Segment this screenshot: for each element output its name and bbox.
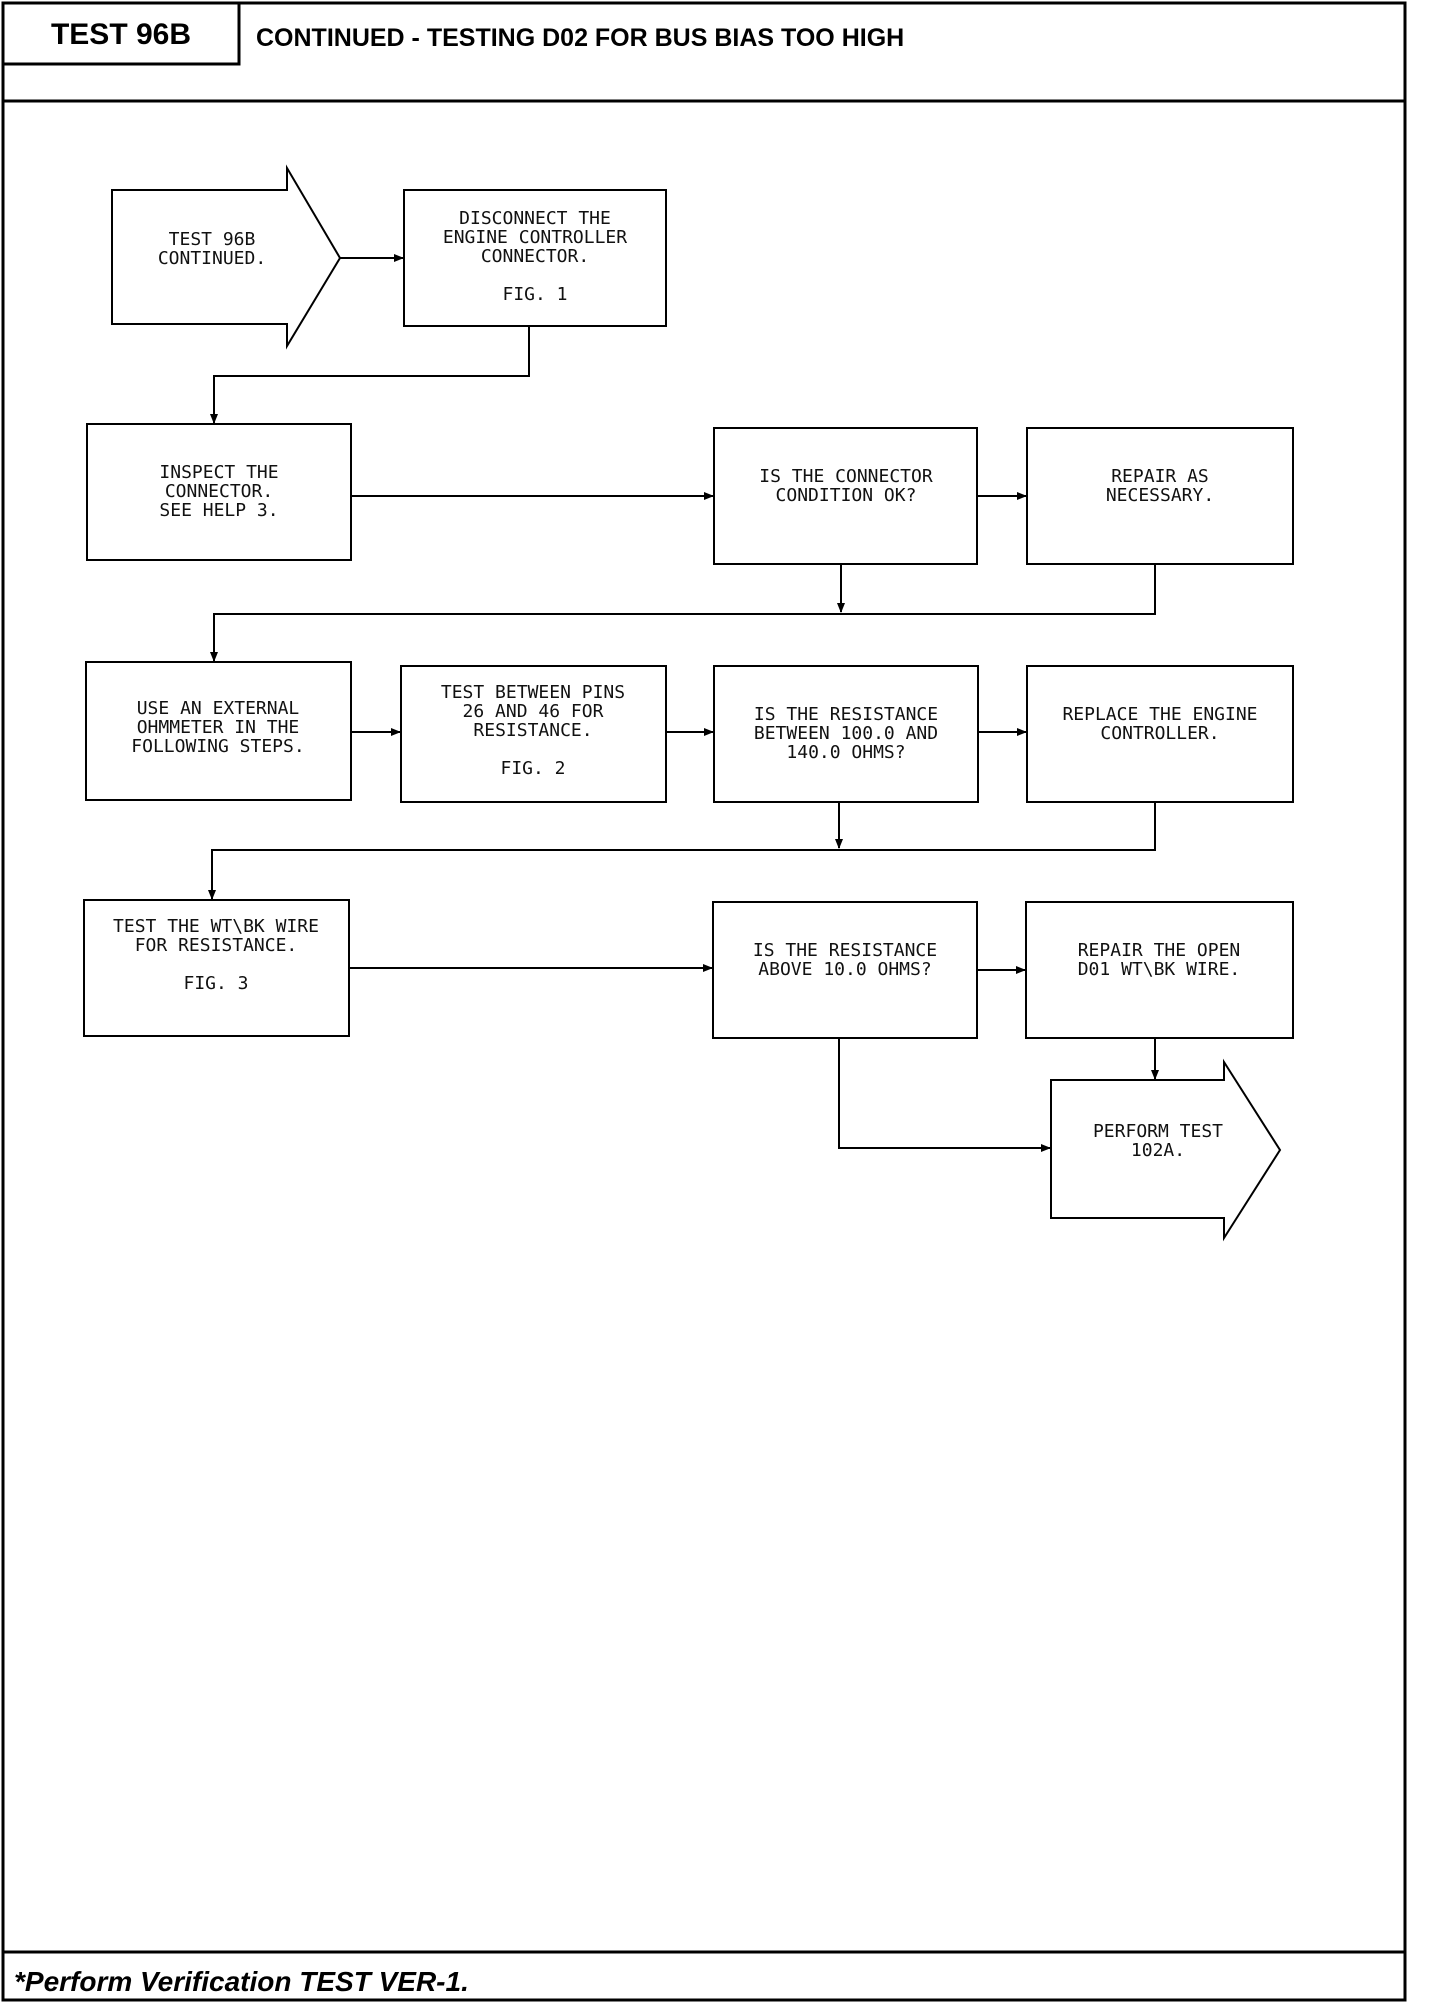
- node-line: [528, 739, 539, 760]
- node-line: FIG. 1: [502, 284, 567, 305]
- node-line: FOLLOWING STEPS.: [131, 736, 304, 757]
- edge-replace-merge: [208, 802, 1156, 900]
- edge-repair-merge: [210, 564, 1156, 662]
- node-line: D01 WT\BK WIRE.: [1078, 959, 1241, 980]
- node-line: USE AN EXTERNAL: [137, 698, 300, 719]
- resistance-range-box: [713, 665, 979, 803]
- node-line: INSPECT THE: [159, 462, 278, 483]
- test-pins-box: [400, 665, 667, 803]
- node-line: IS THE CONNECTOR: [759, 466, 933, 487]
- node-line: 26 AND 46 FOR: [463, 701, 604, 722]
- node-line: CONNECTOR.: [481, 246, 589, 267]
- node-line: FOR RESISTANCE.: [135, 935, 298, 956]
- edge-resistance-above-perform: [838, 1038, 1051, 1152]
- node-line: NECESSARY.: [1106, 485, 1214, 506]
- test-id-box: [1, 1, 241, 66]
- node-line: REPAIR AS: [1111, 466, 1209, 487]
- node-line: REPAIR THE OPEN: [1078, 940, 1241, 961]
- start-arrow-shape: [111, 164, 342, 350]
- node-line: BETWEEN 100.0 AND: [754, 723, 938, 744]
- node-line: PERFORM TEST: [1093, 1121, 1223, 1142]
- footer-note: *Perform Verification TEST VER-1.: [14, 1966, 469, 1997]
- node-line: TEST 96B: [169, 229, 256, 250]
- inspect-box: [86, 423, 352, 561]
- node-line: REPLACE THE ENGINE: [1062, 704, 1257, 725]
- test-id: TEST 96B: [51, 18, 191, 51]
- perform-arrow-shape: [1050, 1058, 1282, 1242]
- node-line: FIG. 3: [183, 973, 248, 994]
- node-line: CONDITION OK?: [776, 485, 917, 506]
- node-line: CONTROLLER.: [1100, 723, 1219, 744]
- node-line: 102A.: [1131, 1140, 1185, 1161]
- node-line: 140.0 OHMS?: [786, 742, 905, 763]
- edge-disconnect-inspect: [210, 326, 530, 424]
- repair-box: [1026, 427, 1294, 565]
- node-line: SEE HELP 3.: [159, 500, 278, 521]
- node-line: IS THE RESISTANCE: [754, 704, 938, 725]
- node-line: CONNECTOR.: [165, 481, 273, 502]
- node-line: ENGINE CONTROLLER: [443, 227, 627, 248]
- repair-open-box: [1025, 901, 1294, 1039]
- page-border: [1, 1, 1407, 2002]
- page-title: CONTINUED - TESTING D02 FOR BUS BIAS TOO…: [256, 24, 904, 52]
- node-line: IS THE RESISTANCE: [753, 940, 937, 961]
- node-line: OHMMETER IN THE: [137, 717, 300, 738]
- node-line: [211, 954, 222, 975]
- replace-box: [1026, 665, 1294, 803]
- node-line: DISCONNECT THE: [459, 208, 611, 229]
- node-line: RESISTANCE.: [473, 720, 592, 741]
- node-line: TEST THE WT\BK WIRE: [113, 916, 319, 937]
- node-line: TEST BETWEEN PINS: [441, 682, 625, 703]
- node-line: CONTINUED.: [158, 248, 266, 269]
- node-line: FIG. 2: [500, 758, 565, 779]
- node-line: [530, 265, 541, 286]
- node-line: ABOVE 10.0 OHMS?: [758, 959, 931, 980]
- disconnect-box: [403, 189, 667, 327]
